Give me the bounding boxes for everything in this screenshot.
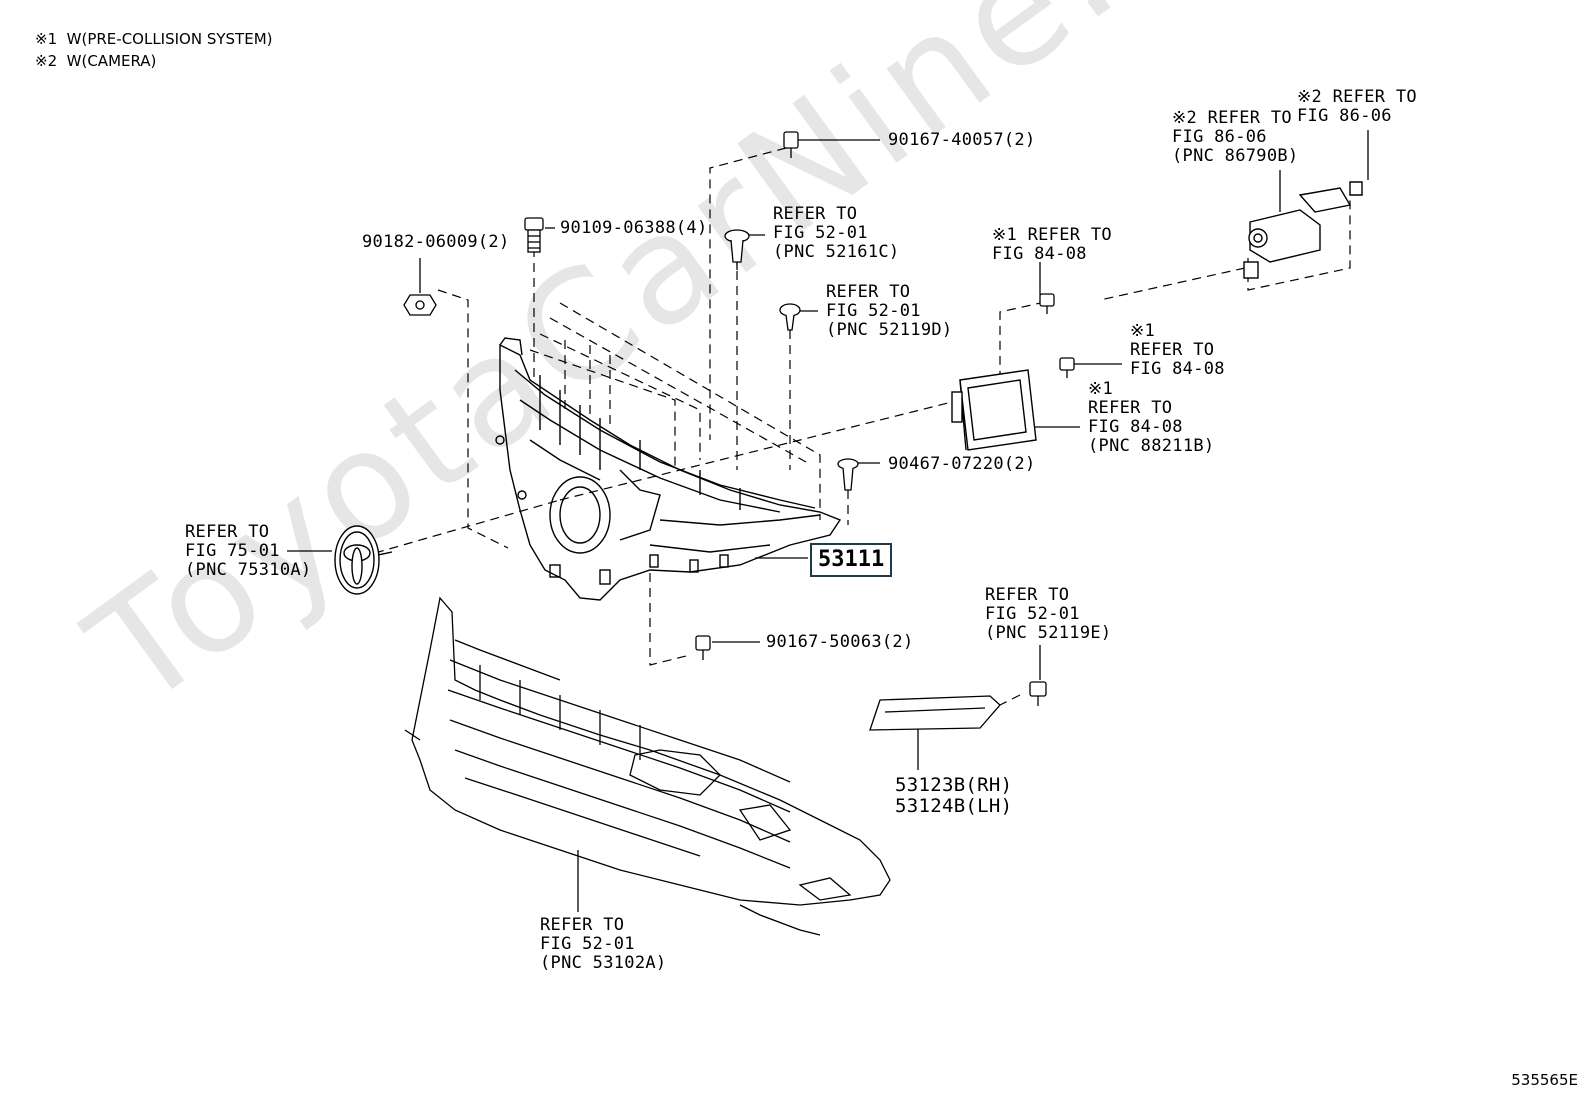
label-clip-bottom: 90467-07220(2) bbox=[888, 454, 1036, 474]
label-screw-52119d: REFER TO FIG 52-01 (PNC 52119D) bbox=[826, 282, 953, 340]
label-bolt-left: 90109-06388(4) bbox=[560, 218, 708, 238]
label-bolt-top: 90167-40057(2) bbox=[888, 130, 1036, 150]
clip-icon-52161c bbox=[724, 229, 750, 270]
screw-icon-52119e bbox=[1029, 681, 1047, 706]
bolt-icon-bottom bbox=[695, 635, 711, 660]
legend-note-2: ※2 W(CAMERA) bbox=[35, 52, 157, 70]
label-camera-ref-b: ※2 REFER TO FIG 86-06 bbox=[1297, 87, 1417, 126]
bolt-icon-top bbox=[783, 131, 799, 158]
bolt-icon-left bbox=[524, 217, 544, 253]
part-number-main: 53111 bbox=[810, 543, 893, 577]
nut-icon bbox=[403, 294, 437, 316]
label-cover: 53123B(RH) 53124B(LH) bbox=[895, 774, 1013, 817]
label-clip-52161c: REFER TO FIG 52-01 (PNC 52161C) bbox=[773, 204, 900, 262]
emblem-icon bbox=[334, 525, 393, 595]
screw-icon-52119d bbox=[779, 303, 801, 331]
label-radar-bolt-top: ※1 REFER TO FIG 84-08 bbox=[992, 225, 1112, 264]
label-bolt-bottom: 90167-50063(2) bbox=[766, 632, 914, 652]
camera-icon bbox=[1243, 181, 1363, 279]
bolt-icon-radar-top bbox=[1039, 293, 1055, 314]
label-screw-52119e: REFER TO FIG 52-01 (PNC 52119E) bbox=[985, 585, 1112, 643]
bolt-icon-radar-side bbox=[1059, 357, 1075, 378]
label-radar-unit: ※1 REFER TO FIG 84-08 (PNC 88211B) bbox=[1088, 379, 1215, 456]
radar-sensor-icon bbox=[951, 369, 1037, 451]
bumper-lower-grille bbox=[404, 596, 891, 936]
label-radar-bolt-side: ※1 REFER TO FIG 84-08 bbox=[1130, 321, 1225, 379]
label-nut-left: 90182-06009(2) bbox=[362, 232, 510, 252]
label-camera-ref-a: ※2 REFER TO FIG 86-06 (PNC 86790B) bbox=[1172, 108, 1299, 166]
radiator-grille-53111 bbox=[495, 337, 842, 601]
label-bumper: REFER TO FIG 52-01 (PNC 53102A) bbox=[540, 915, 667, 973]
label-emblem: REFER TO FIG 75-01 (PNC 75310A) bbox=[185, 522, 312, 580]
legend-note-1: ※1 W(PRE-COLLISION SYSTEM) bbox=[35, 30, 273, 48]
clip-icon-bottom bbox=[837, 458, 859, 491]
cover-panel-53123b bbox=[869, 695, 1001, 731]
figure-id: 535565E bbox=[1511, 1071, 1578, 1089]
